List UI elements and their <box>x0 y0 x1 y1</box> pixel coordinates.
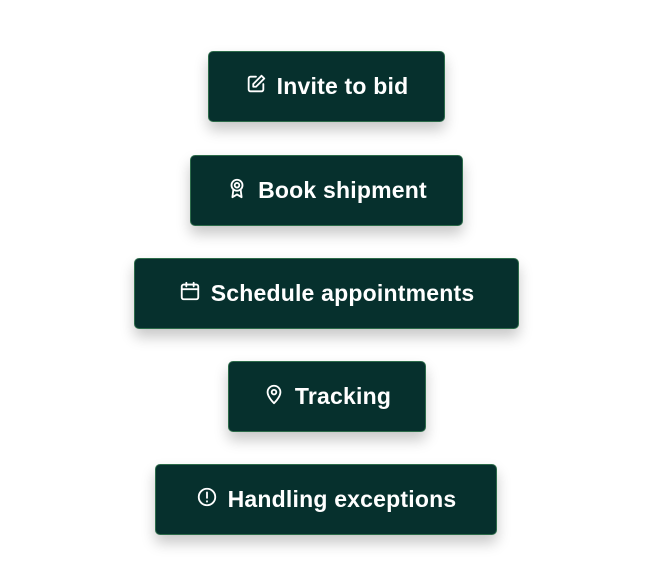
schedule-appointments-button[interactable]: Schedule appointments <box>134 258 519 329</box>
tracking-button[interactable]: Tracking <box>228 361 426 432</box>
book-shipment-button[interactable]: Book shipment <box>190 155 463 226</box>
button-label: Tracking <box>294 383 392 409</box>
button-label: Handling exceptions <box>227 486 457 512</box>
edit-icon <box>245 73 267 101</box>
handling-exceptions-button[interactable]: Handling exceptions <box>155 464 497 535</box>
alert-circle-icon <box>196 486 218 514</box>
map-pin-icon <box>263 383 285 411</box>
award-icon <box>226 177 248 205</box>
button-label: Invite to bid <box>276 73 409 99</box>
button-label: Book shipment <box>258 177 427 203</box>
calendar-icon <box>179 280 201 308</box>
button-label: Schedule appointments <box>210 280 475 306</box>
invite-to-bid-button[interactable]: Invite to bid <box>208 51 445 122</box>
